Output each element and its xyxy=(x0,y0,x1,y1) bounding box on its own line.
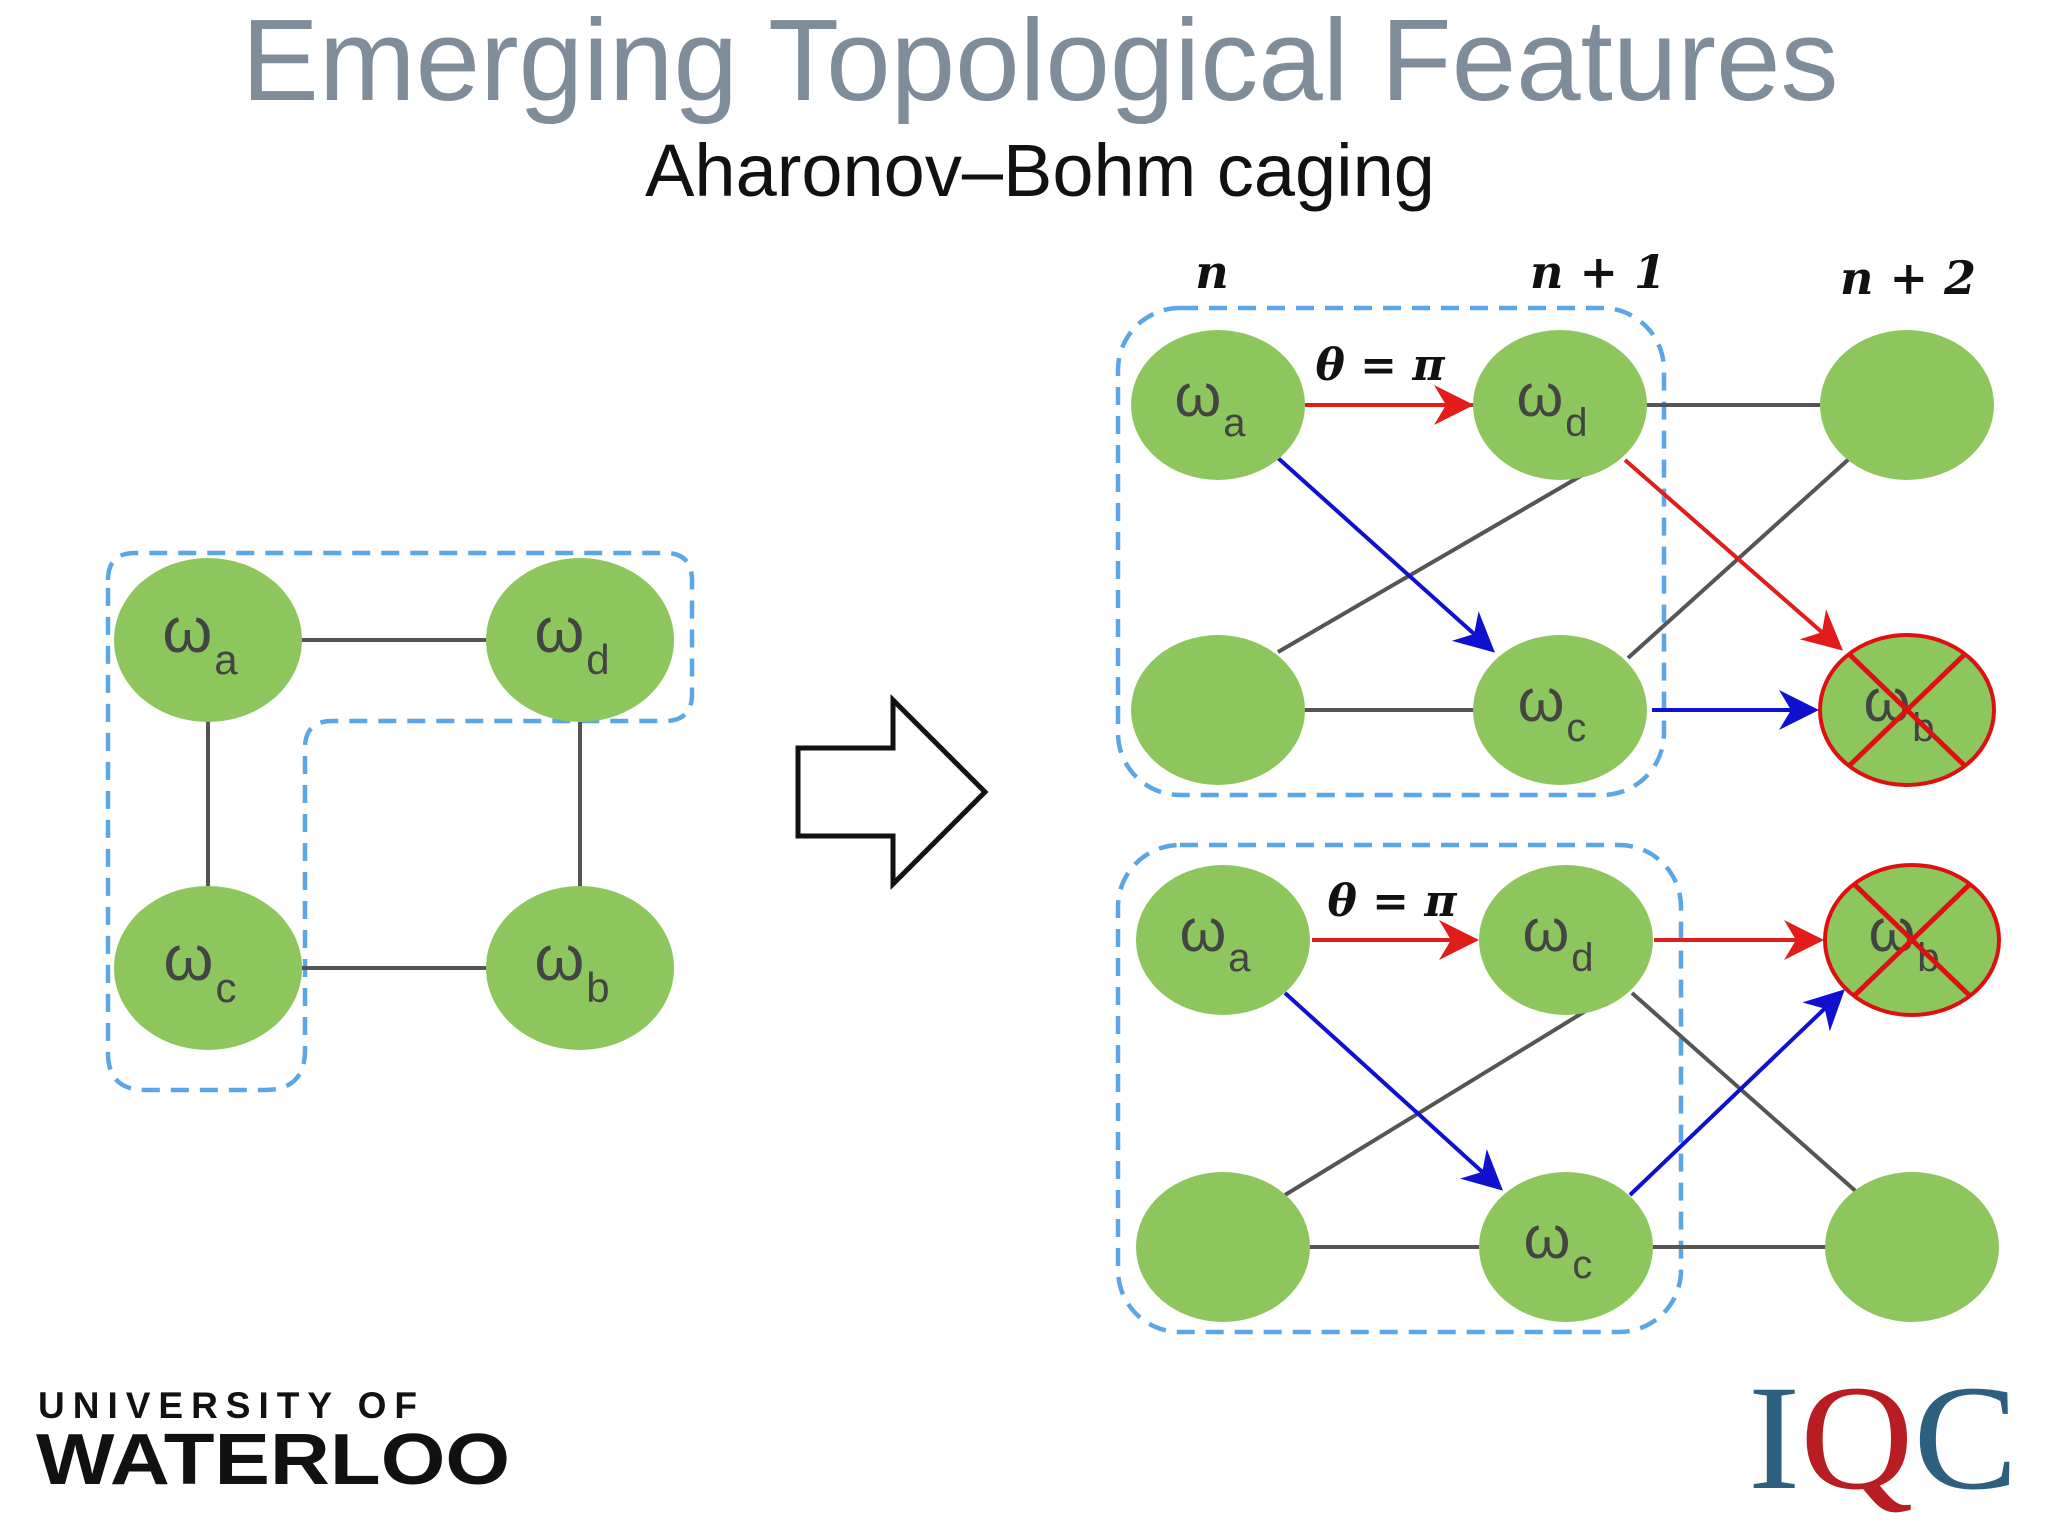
iqc-logo: IQC xyxy=(1748,1355,2018,1521)
blue-arrow-bot-c-b xyxy=(1628,989,1845,1197)
node-top-omega-b-blocked: ωb xyxy=(1818,633,1996,787)
node-omega-c: ωc xyxy=(114,886,302,1050)
chain-panel-top: θ = π ωa ωd ωc ωb xyxy=(1115,305,1996,798)
red-arrow-top-d-b xyxy=(1623,458,1844,651)
unit-cell-outline-bottom xyxy=(1115,842,1684,1335)
node-top-empty-n2-upper xyxy=(1820,330,1994,480)
chain-panel-bottom: θ = π ωa ωd ωb ωc xyxy=(1115,842,2001,1335)
svg-text:ωd: ωd xyxy=(534,594,609,683)
node-omega-a: ωa xyxy=(114,558,302,722)
node-top-omega-c: ωc xyxy=(1473,635,1647,785)
edge-top-bn-dn1 xyxy=(1276,450,1624,654)
node-top-omega-d: ωd xyxy=(1473,330,1647,480)
node-omega-d: ωd xyxy=(486,558,674,722)
waterloo-logo-line1: UNIVERSITY OF xyxy=(38,1385,425,1426)
blue-arrow-bot-a-c xyxy=(1283,991,1503,1191)
plaquette-cage-outline xyxy=(105,550,695,1093)
edge-bot-bn-dn1 xyxy=(1283,983,1630,1197)
page-title: Emerging Topological Features xyxy=(242,0,1839,125)
node-bot-empty-n-lower xyxy=(1136,1172,1310,1322)
node-bot-omega-c: ωc xyxy=(1479,1172,1653,1322)
node-top-empty-n-lower xyxy=(1131,635,1305,785)
node-bot-omega-d: ωd xyxy=(1479,865,1653,1015)
node-bot-empty-n2-lower xyxy=(1825,1172,1999,1322)
svg-text:ωb: ωb xyxy=(534,922,609,1011)
university-of-waterloo-logo: UNIVERSITY OF WATERLOO xyxy=(36,1385,510,1500)
plaquette-diagram: ωa ωd ωc ωb xyxy=(105,550,695,1093)
node-bot-omega-a: ωa xyxy=(1136,865,1310,1015)
blue-arrow-top-a-c xyxy=(1276,456,1495,653)
page-subtitle: Aharonov–Bohm caging xyxy=(645,129,1435,212)
phase-label-bottom: θ = π xyxy=(1327,876,1457,927)
svg-text:ωa: ωa xyxy=(162,594,238,683)
unit-cell-outline-top xyxy=(1115,305,1667,798)
hollow-right-arrow-icon xyxy=(795,693,989,891)
waterloo-logo-line2: WATERLOO xyxy=(36,1420,510,1500)
node-bot-omega-b-blocked: ωb xyxy=(1823,863,2001,1017)
column-label-n-plus-2: n + 2 xyxy=(1840,251,1976,305)
node-omega-b: ωb xyxy=(486,886,674,1050)
node-top-omega-a: ωa xyxy=(1131,330,1305,480)
svg-text:ωc: ωc xyxy=(164,922,237,1011)
svg-text:IQC: IQC xyxy=(1748,1355,2018,1521)
column-label-n: n xyxy=(1195,245,1228,299)
column-label-n-plus-1: n + 1 xyxy=(1530,245,1666,299)
edge-bot-dn1-n2 xyxy=(1630,991,1862,1197)
phase-label-top: θ = π xyxy=(1315,340,1445,391)
